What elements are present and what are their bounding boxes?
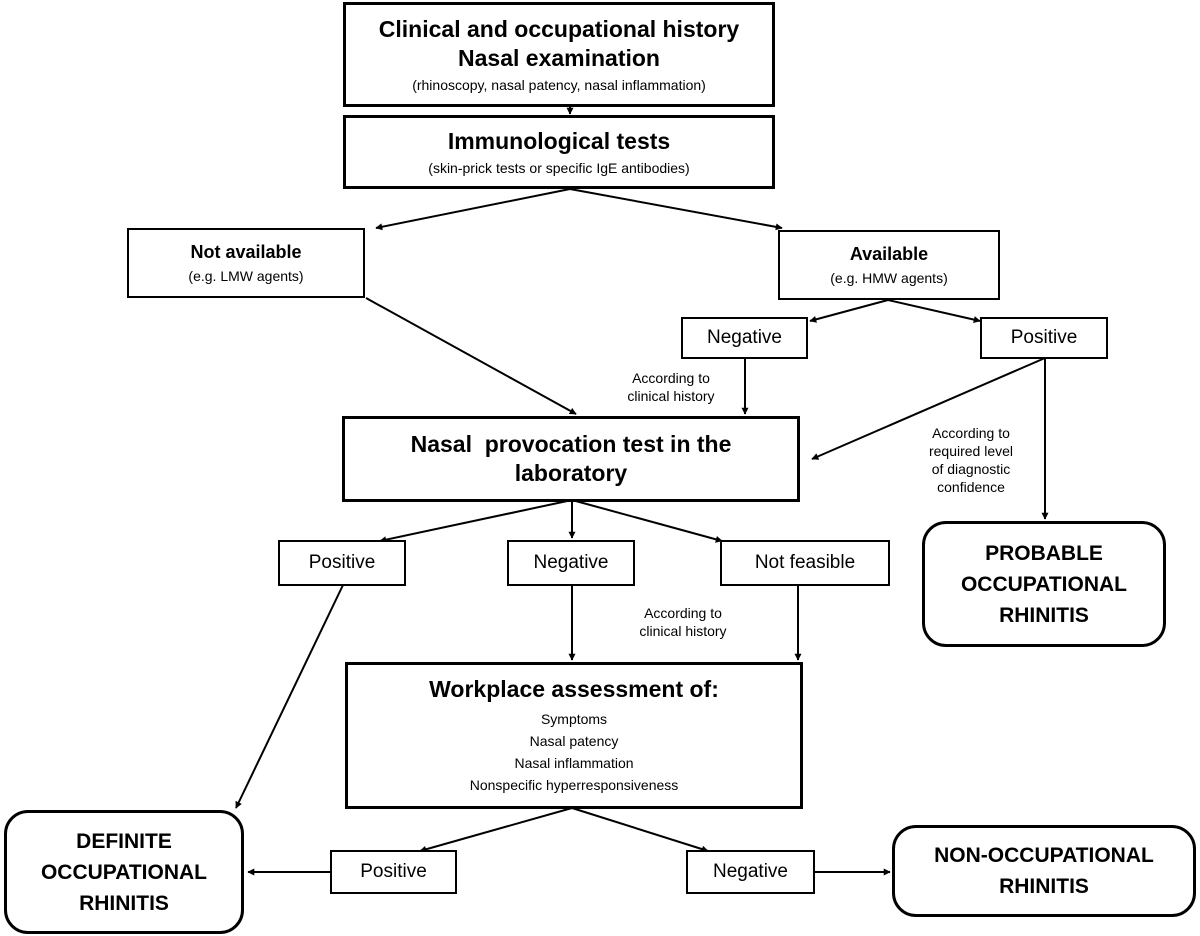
npt-not-feasible-box: Not feasible xyxy=(720,540,890,586)
npt-negative-label: Negative xyxy=(533,552,609,573)
wp-negative-label: Negative xyxy=(713,861,788,882)
nasal-provocation-test-line1: Nasal provocation test in the xyxy=(410,431,732,457)
not-available-box: Not available (e.g. LMW agents) xyxy=(127,228,365,298)
arrow-immuno-to-available xyxy=(569,188,783,231)
available-title: Available xyxy=(849,244,929,264)
workplace-assessment-box: Workplace assessment of: Symptoms Nasal … xyxy=(345,662,803,809)
note-clinical-history-lower: According to clinical history xyxy=(639,605,727,639)
arrow-workplace-to-wp-positive xyxy=(419,807,573,853)
arrow-available-to-negative xyxy=(809,299,889,323)
workplace-assessment-title: Workplace assessment of: xyxy=(429,676,719,702)
arrow-immuno-to-not-available xyxy=(375,188,571,231)
wp-positive-label: Positive xyxy=(360,861,427,882)
immunological-tests-box: Immunological tests (skin-prick tests or… xyxy=(343,115,775,189)
arrow-available-to-positive xyxy=(887,299,981,324)
probable-occupational-rhinitis-box: PROBABLE OCCUPATIONAL RHINITIS xyxy=(922,521,1166,647)
note-clinical-history-upper: According to clinical history xyxy=(627,370,715,404)
workplace-item: Nasal inflammation xyxy=(514,755,634,771)
workplace-item: Symptoms xyxy=(540,711,608,727)
workplace-item: Nonspecific hyperresponsiveness xyxy=(469,777,679,793)
definite-occupational-rhinitis-box: DEFINITE OCCUPATIONAL RHINITIS xyxy=(4,810,244,934)
arrow-nasal-test-to-positive xyxy=(379,499,573,544)
available-box: Available (e.g. HMW agents) xyxy=(778,230,1000,300)
arrow-not-available-to-nasal-test xyxy=(365,297,577,415)
non-occupational-rhinitis-box: NON-OCCUPATIONAL RHINITIS xyxy=(892,825,1196,917)
wp-positive-box: Positive xyxy=(330,850,457,894)
arrow-npt-positive-to-definite xyxy=(235,584,344,809)
note-diagnostic-confidence: According to required level of diagnosti… xyxy=(928,425,1014,495)
clinical-history-box: Clinical and occupational history Nasal … xyxy=(343,2,775,107)
available-detail: (e.g. HMW agents) xyxy=(830,270,948,286)
nasal-examination-title: Nasal examination xyxy=(458,45,660,71)
npt-not-feasible-label: Not feasible xyxy=(754,552,856,573)
workplace-item: Nasal patency xyxy=(529,733,619,749)
arrow-nasal-test-to-not-feasible xyxy=(571,499,723,543)
nasal-provocation-test-box: Nasal provocation test in the laboratory xyxy=(342,416,800,502)
immuno-negative-label: Negative xyxy=(707,327,782,348)
not-available-title: Not available xyxy=(190,242,302,262)
immuno-negative-box: Negative xyxy=(681,317,808,359)
npt-positive-label: Positive xyxy=(308,552,376,573)
arrow-workplace-to-wp-negative xyxy=(571,807,709,853)
not-available-detail: (e.g. LMW agents) xyxy=(188,268,304,284)
wp-negative-box: Negative xyxy=(686,850,815,894)
arrow-positive-to-nasal-test xyxy=(811,357,1046,460)
nasal-provocation-test-line2: laboratory xyxy=(514,460,628,486)
npt-positive-box: Positive xyxy=(278,540,406,586)
nasal-examination-detail: (rhinoscopy, nasal patency, nasal inflam… xyxy=(412,77,706,93)
immunological-tests-title: Immunological tests xyxy=(447,128,671,154)
immuno-positive-label: Positive xyxy=(1010,327,1078,348)
npt-negative-box: Negative xyxy=(507,540,635,586)
clinical-history-title: Clinical and occupational history xyxy=(378,16,740,42)
immuno-positive-box: Positive xyxy=(980,317,1108,359)
immunological-tests-detail: (skin-prick tests or specific IgE antibo… xyxy=(428,160,690,176)
